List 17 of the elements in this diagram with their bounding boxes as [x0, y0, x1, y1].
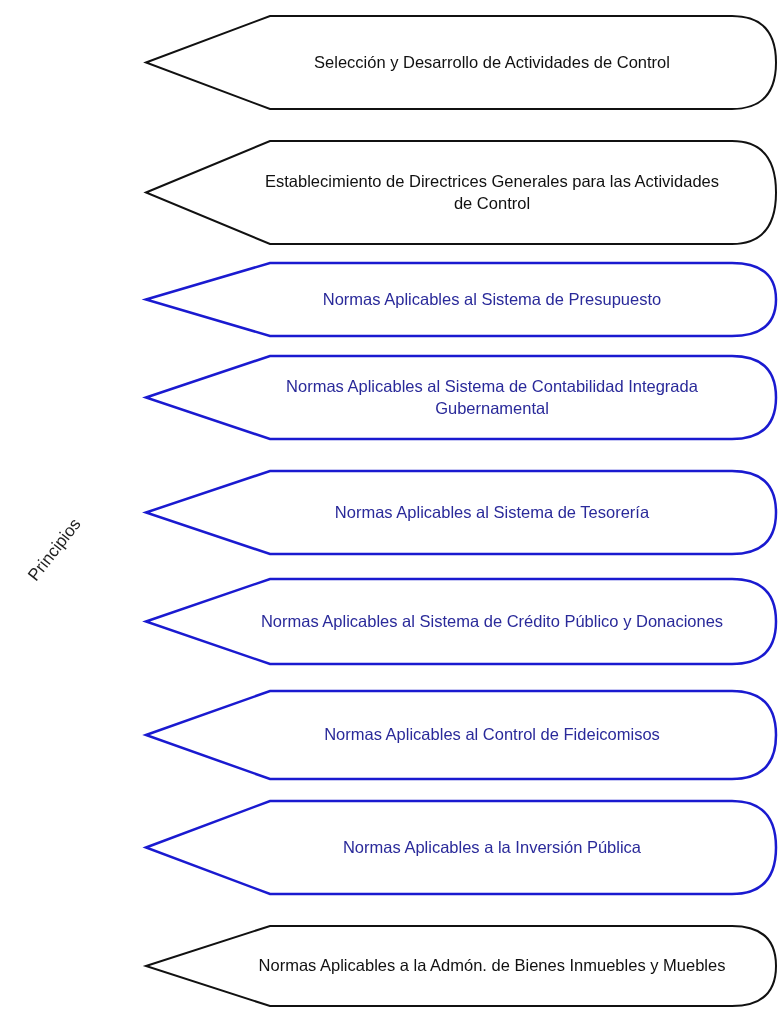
shape-text: Normas Aplicables a la Inversión Pública — [342, 836, 642, 858]
display-shape — [145, 578, 777, 665]
shape-text: Normas Aplicables al Control de Fideicomisos — [324, 724, 660, 746]
display-shape — [145, 140, 777, 245]
display-shape — [145, 690, 777, 780]
display-shape — [145, 15, 777, 110]
shape-text: Normas Aplicables al Sistema de Contabilidad Integrada Gubernamental — [285, 376, 699, 419]
shape-text: Normas Aplicables al Sistema de Crédito Público y Donaciones — [260, 610, 724, 632]
display-shape — [145, 355, 777, 440]
shape-text: Normas Aplicables al Sistema de Tesorería — [334, 501, 650, 523]
shape-text: Normas Aplicables a la Admón. de Bienes Inmuebles y Muebles — [258, 955, 726, 977]
display-shape — [145, 925, 777, 1007]
shape-text: Normas Aplicables al Sistema de Presupuesto — [322, 288, 662, 310]
display-shape — [145, 470, 777, 555]
display-shape — [145, 800, 777, 895]
shape-text: Selección y Desarrollo de Actividades de Control — [314, 51, 670, 73]
shape-text: Establecimiento de Directrices Generales para las Actividades de Control — [264, 171, 720, 214]
